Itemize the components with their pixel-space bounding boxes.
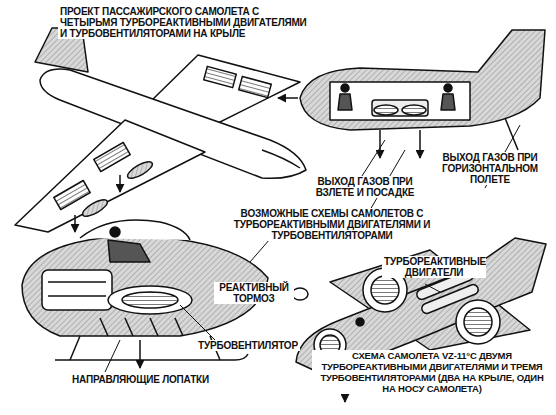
- callout-label: ТУРБОВЕНТИЛЯТОР: [196, 340, 300, 351]
- callout-label: ПРОЕКТ ПАССАЖИРСКОГО САМОЛЕТА С ЧЕТЫРЬМЯ…: [58, 6, 312, 39]
- callout-label: ВЫХОД ГАЗОВ ПРИ ВЗЛЕТЕ И ПОСАДКЕ: [296, 176, 434, 198]
- callout-label: РЕАКТИВНЫЙ ТОРМОЗ: [214, 282, 294, 304]
- callout-label: ВЫХОД ГАЗОВ ПРИ ГОРИЗОНТАЛЬНОМ ПОЛЕТЕ: [430, 152, 550, 185]
- airliner: [15, 28, 306, 232]
- callout-label: НАПРАВЛЯЮЩИЕ ЛОПАТКИ: [70, 374, 224, 385]
- callout-label: ТУРБОРЕАКТИВНЫЕ ДВИГАТЕЛИ: [382, 256, 486, 278]
- fan-aircraft-side: [278, 30, 545, 158]
- callout-label: ВОЗМОЖНЫЕ СХЕМЫ САМОЛЕТОВ С ТУРБОРЕАКТИВ…: [212, 208, 452, 241]
- fan-vehicle-cutaway: [22, 220, 308, 368]
- callout-label: СХЕМА САМОЛЕТА VZ-11°С ДВУМЯ ТУРБОРЕАКТИ…: [312, 350, 552, 394]
